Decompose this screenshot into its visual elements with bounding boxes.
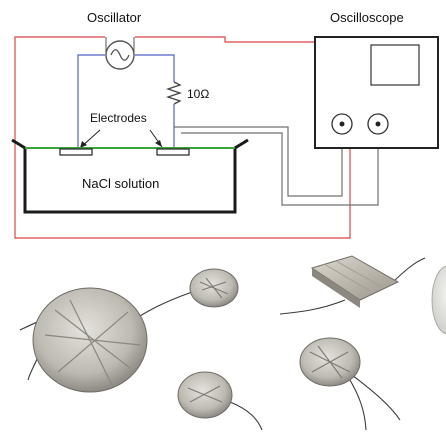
electrode-right bbox=[156, 148, 190, 156]
electrode-left bbox=[59, 148, 93, 156]
electrodes-label: Electrodes bbox=[90, 111, 147, 125]
oscilloscope-label: Oscilloscope bbox=[330, 10, 404, 25]
arrowhead-right-icon bbox=[155, 140, 162, 147]
gray-wire bbox=[174, 126, 379, 206]
solution-label: NaCl solution bbox=[82, 176, 159, 191]
resistor-label: 10Ω bbox=[187, 87, 209, 101]
sine-wave-icon bbox=[110, 49, 130, 61]
oscillator-source bbox=[105, 37, 135, 70]
resistor-zigzag-icon bbox=[165, 81, 183, 105]
oscilloscope-screen bbox=[370, 44, 420, 86]
arrowhead-left-icon bbox=[80, 141, 87, 148]
bnc-connector-icon bbox=[331, 113, 353, 135]
red-wire bbox=[14, 36, 351, 239]
oscillator-label: Oscillator bbox=[87, 10, 142, 25]
electrode-sensors-photo bbox=[19, 255, 446, 431]
bnc-connector-icon bbox=[367, 113, 389, 135]
blue-wire bbox=[77, 54, 175, 148]
nacl-tank bbox=[11, 138, 249, 214]
round-electrode-sensor bbox=[431, 265, 446, 335]
